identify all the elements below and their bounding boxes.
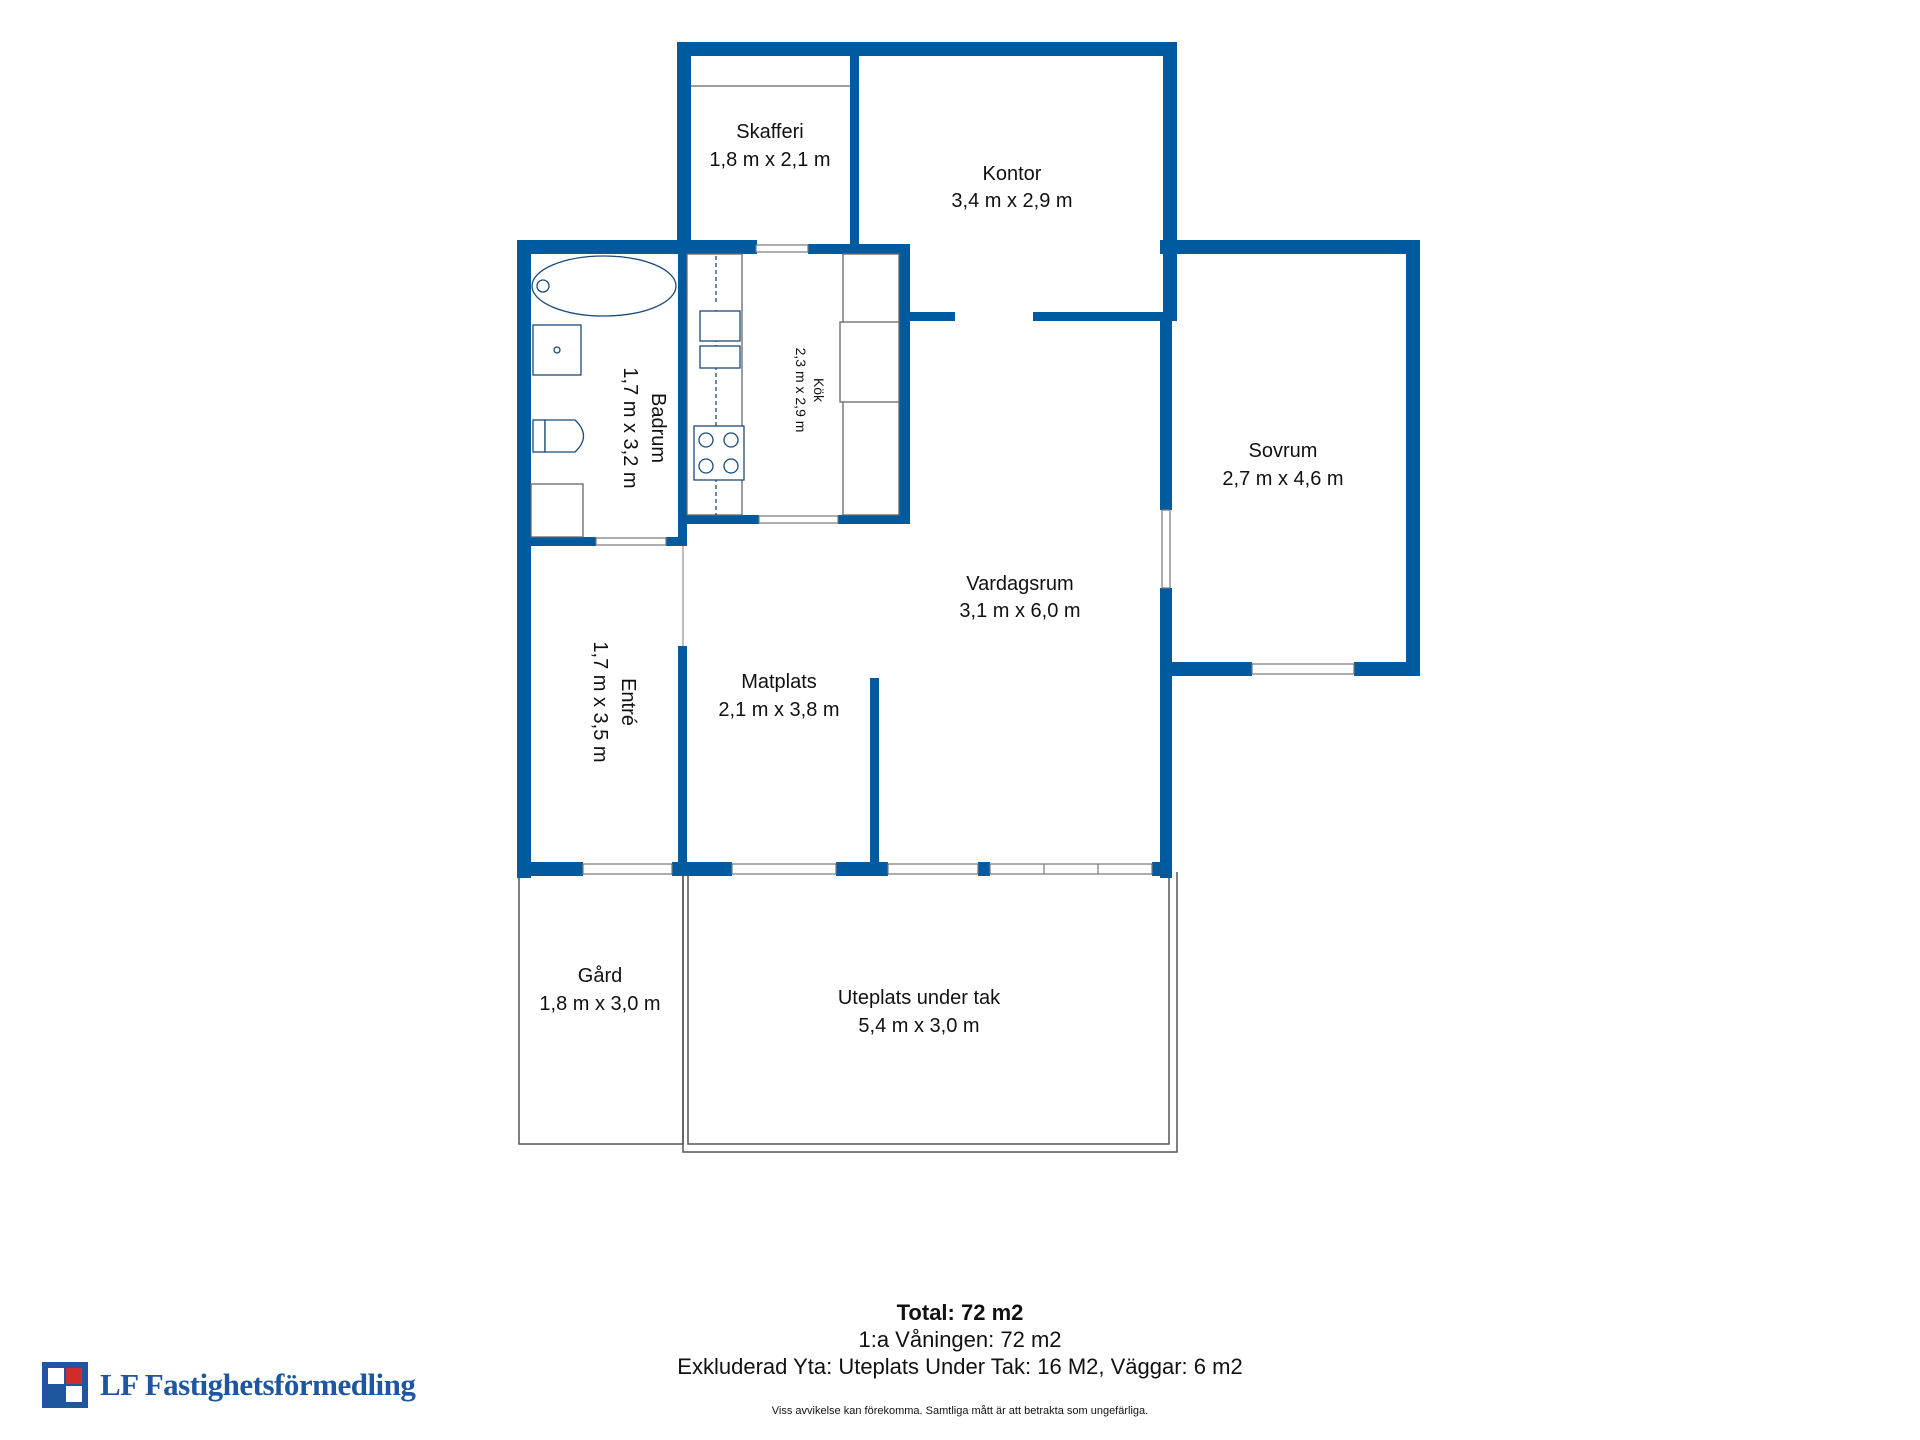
window <box>758 515 839 524</box>
room-name-skafferi: Skafferi <box>736 121 803 143</box>
wall <box>1406 240 1420 676</box>
burner-icon <box>698 432 714 448</box>
room-size-uteplats: 5,4 m x 3,0 m <box>858 1015 979 1037</box>
room-size-kok: 2,3 m x 2,9 m <box>793 348 809 433</box>
room-name-uteplats: Uteplats under tak <box>838 987 1001 1009</box>
wall <box>1160 320 1172 510</box>
toilet-tank-icon <box>532 419 546 453</box>
burner-icon <box>723 432 739 448</box>
wall <box>899 312 955 321</box>
disclaimer: Viss avvikelse kan förekomma. Samtliga m… <box>771 1405 1149 1417</box>
fridge-icon <box>839 321 900 403</box>
brand-name: LF Fastighetsförmedling <box>100 1367 416 1402</box>
wall <box>677 42 1177 56</box>
window <box>731 863 837 875</box>
wall <box>678 250 687 546</box>
room-size-vardagsrum: 3,1 m x 6,0 m <box>959 600 1080 622</box>
brand-logo: LF Fastighetsförmedling <box>42 1362 416 1408</box>
wall <box>1160 588 1172 878</box>
room-size-matplats: 2,1 m x 3,8 m <box>718 699 839 721</box>
room-name-matplats: Matplats <box>741 671 817 693</box>
wall <box>517 862 583 876</box>
wall <box>678 646 687 872</box>
burner-icon <box>723 458 739 474</box>
wall <box>870 678 879 872</box>
window <box>887 863 979 875</box>
kitchen-sink-icon <box>699 345 741 369</box>
wall <box>978 862 990 876</box>
room-labels: Skafferi 1,8 m x 2,1 m Kontor 3,4 m x 2,… <box>539 121 1343 1037</box>
window <box>582 863 673 875</box>
kitchen-sink-icon <box>699 310 741 342</box>
cabinet-icon <box>530 483 584 538</box>
toilet-bowl-icon <box>544 419 585 453</box>
wall <box>517 240 757 254</box>
sink-drain-icon <box>553 346 561 354</box>
wall <box>1152 862 1172 876</box>
windows <box>582 244 1355 875</box>
wall <box>838 515 910 524</box>
room-name-badrum: Badrum <box>647 393 669 463</box>
wall <box>808 244 910 254</box>
window <box>989 863 1153 875</box>
burner-icon <box>698 458 714 474</box>
bathtub-icon <box>531 255 677 317</box>
window <box>595 537 667 546</box>
brand-logo-icon <box>42 1362 88 1408</box>
room-size-entre: 1,7 m x 3,5 m <box>589 641 611 762</box>
room-name-kontor: Kontor <box>983 163 1042 185</box>
window <box>1251 663 1355 675</box>
room-size-gard: 1,8 m x 3,0 m <box>539 993 660 1015</box>
wall <box>836 862 888 876</box>
wall <box>677 42 691 250</box>
excluded-area: Exkluderad Yta: Uteplats Under Tak: 16 M… <box>677 1354 1243 1379</box>
wall <box>850 56 859 250</box>
uteplats-outline <box>682 872 1178 1153</box>
room-size-badrum: 1,7 m x 3,2 m <box>619 367 641 488</box>
wall <box>666 537 686 546</box>
walls <box>517 42 1420 878</box>
room-name-gard: Gård <box>578 965 622 987</box>
total-area: Total: 72 m2 <box>896 1300 1024 1325</box>
fixtures <box>530 85 900 646</box>
room-name-vardagsrum: Vardagsrum <box>966 573 1073 595</box>
bathtub-faucet-icon <box>536 279 550 293</box>
wall <box>1163 42 1177 320</box>
wall <box>531 537 596 546</box>
wall <box>517 240 531 878</box>
room-name-sovrum: Sovrum <box>1249 440 1318 462</box>
wall <box>1033 312 1177 321</box>
room-size-kontor: 3,4 m x 2,9 m <box>951 190 1072 212</box>
window <box>755 244 809 253</box>
wall <box>672 862 732 876</box>
uteplats-inner-line <box>687 872 1170 1145</box>
wall <box>687 515 759 524</box>
wall <box>899 244 910 524</box>
wall <box>1160 240 1420 254</box>
wall <box>1354 662 1420 676</box>
room-name-kok: Kök <box>811 378 827 403</box>
room-size-sovrum: 2,7 m x 4,6 m <box>1222 468 1343 490</box>
window <box>1161 509 1171 589</box>
room-size-skafferi: 1,8 m x 2,1 m <box>709 149 830 171</box>
room-name-entre: Entré <box>617 678 639 726</box>
floor-area: 1:a Våningen: 72 m2 <box>858 1327 1062 1352</box>
wall <box>1160 662 1252 676</box>
